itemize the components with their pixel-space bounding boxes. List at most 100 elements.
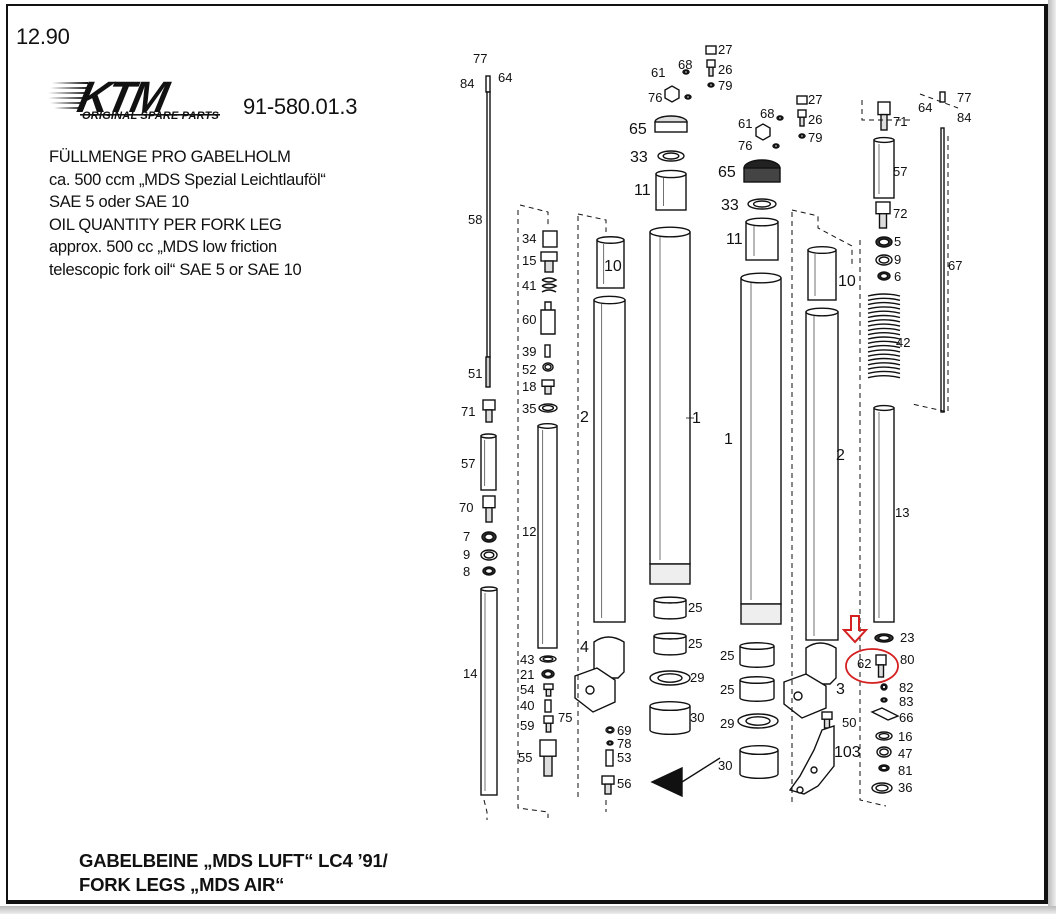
info-line-3: SAE 5 oder SAE 10 — [49, 193, 189, 212]
callout-78: 78 — [617, 736, 631, 751]
valve-26-r-head — [797, 109, 807, 118]
callout-2-r: 2 — [836, 447, 845, 464]
callout-62: 62 — [857, 656, 871, 671]
sleeve-10-top — [596, 236, 625, 244]
callout-53: 53 — [617, 750, 631, 765]
damper-rod-67 — [940, 127, 945, 413]
callout-72: 72 — [893, 206, 907, 221]
part-54-shank — [545, 688, 552, 697]
guide-cart-left — [517, 210, 549, 818]
inner-tube-2-r-top — [805, 307, 839, 317]
callout-79-r: 79 — [808, 130, 822, 145]
guard-hole-a — [796, 786, 804, 794]
nut-71-head — [482, 399, 496, 411]
callout-30-l: 30 — [690, 710, 704, 725]
washer-6-in — [879, 272, 889, 280]
inner-tube-2-r — [805, 311, 839, 641]
callout-11-l: 11 — [634, 182, 651, 199]
valve-26-l-shank — [708, 66, 714, 77]
callout-82: 82 — [899, 680, 913, 695]
bushing-11-l — [655, 173, 687, 211]
callout-36: 36 — [898, 780, 912, 795]
part-36-in — [875, 784, 889, 792]
callout-26-l: 26 — [718, 62, 732, 77]
callout-34: 34 — [522, 231, 536, 246]
callout-41: 41 — [522, 278, 536, 293]
callout-40: 40 — [520, 698, 534, 713]
valve-26-r-shank — [799, 116, 805, 127]
footer-title-de: GABELBEINE „MDS LUFT“ LC4 ’91/ — [79, 850, 388, 871]
washer-9-r-in — [878, 256, 890, 264]
valve-70-head — [482, 495, 496, 509]
part-76-l-in — [685, 95, 691, 99]
valve-60 — [540, 301, 556, 335]
callout-80: 80 — [900, 652, 914, 667]
nut-71-r-shank — [880, 113, 888, 131]
damper-rod-58 — [486, 91, 491, 358]
callout-64-r: 64 — [918, 100, 932, 115]
callout-8: 8 — [463, 564, 470, 579]
part-55-head — [539, 739, 557, 757]
callout-68-r: 68 — [760, 106, 774, 121]
o-ring-33-r-in — [752, 200, 772, 208]
callout-51: 51 — [468, 366, 482, 381]
callout-25a-r: 25 — [720, 648, 734, 663]
callout-39: 39 — [522, 344, 536, 359]
tube-12 — [537, 425, 558, 649]
callout-43: 43 — [520, 652, 534, 667]
part-43-in — [542, 656, 554, 662]
callout-103: 103 — [834, 744, 861, 761]
guide-cart-top — [519, 204, 549, 226]
scan-shadow-right — [1048, 0, 1056, 914]
guide-rod-r-top — [919, 93, 959, 109]
part-21-in — [543, 670, 553, 678]
callout-42: 42 — [896, 335, 910, 350]
callout-57: 57 — [461, 456, 475, 471]
callout-79-l: 79 — [718, 78, 732, 93]
bushing-25b-r-rim — [739, 676, 775, 684]
cap-61-r — [755, 123, 771, 141]
valve-72-shank — [878, 212, 888, 229]
sleeve-57 — [480, 435, 497, 491]
highlight-circle-62 — [845, 648, 899, 684]
part-59-shank — [545, 722, 552, 733]
part-83-in — [881, 698, 887, 702]
callout-57-r: 57 — [893, 164, 907, 179]
guide-spring-left — [859, 240, 887, 807]
callout-9: 9 — [463, 547, 470, 562]
callout-23: 23 — [900, 630, 914, 645]
callout-10: 10 — [604, 258, 622, 275]
bushing-11-r-top — [745, 217, 779, 227]
info-line-2: ca. 500 ccm „MDS Spezial Leichtlauföl“ — [49, 170, 326, 189]
callout-25b-l: 25 — [688, 636, 702, 651]
info-line-5: approx. 500 cc „MDS low friction — [49, 238, 277, 257]
bolt-56-head — [601, 775, 615, 785]
callout-27-l: 27 — [718, 42, 732, 57]
washer-8-in — [484, 567, 494, 575]
outer-tube-1-l — [649, 231, 691, 565]
part-81-in — [880, 765, 888, 771]
bolt-56-shank — [604, 783, 612, 795]
callout-12: 12 — [522, 524, 536, 539]
rod-top-pin-r — [939, 91, 946, 103]
callout-65-r: 65 — [718, 164, 736, 181]
callout-2: 2 — [580, 409, 589, 426]
part-54-head — [543, 683, 554, 691]
callout-14: 14 — [463, 666, 477, 681]
valve-70-shank — [485, 507, 493, 523]
sleeve-10-r — [807, 249, 837, 301]
callout-25a-l: 25 — [688, 600, 702, 615]
seal-ring-l — [649, 563, 691, 585]
o-ring-33-l-in — [662, 152, 680, 160]
part-47-in — [879, 748, 889, 756]
callout-54: 54 — [520, 682, 534, 697]
callout-29-r: 29 — [720, 716, 734, 731]
page-number: 12.90 — [16, 24, 70, 49]
page-frame — [6, 4, 1048, 904]
part-59-head — [543, 715, 554, 724]
callout-27-r: 27 — [808, 92, 822, 107]
part-18-shank — [544, 385, 552, 395]
callout-70: 70 — [459, 500, 473, 515]
callout-21: 21 — [520, 667, 534, 682]
